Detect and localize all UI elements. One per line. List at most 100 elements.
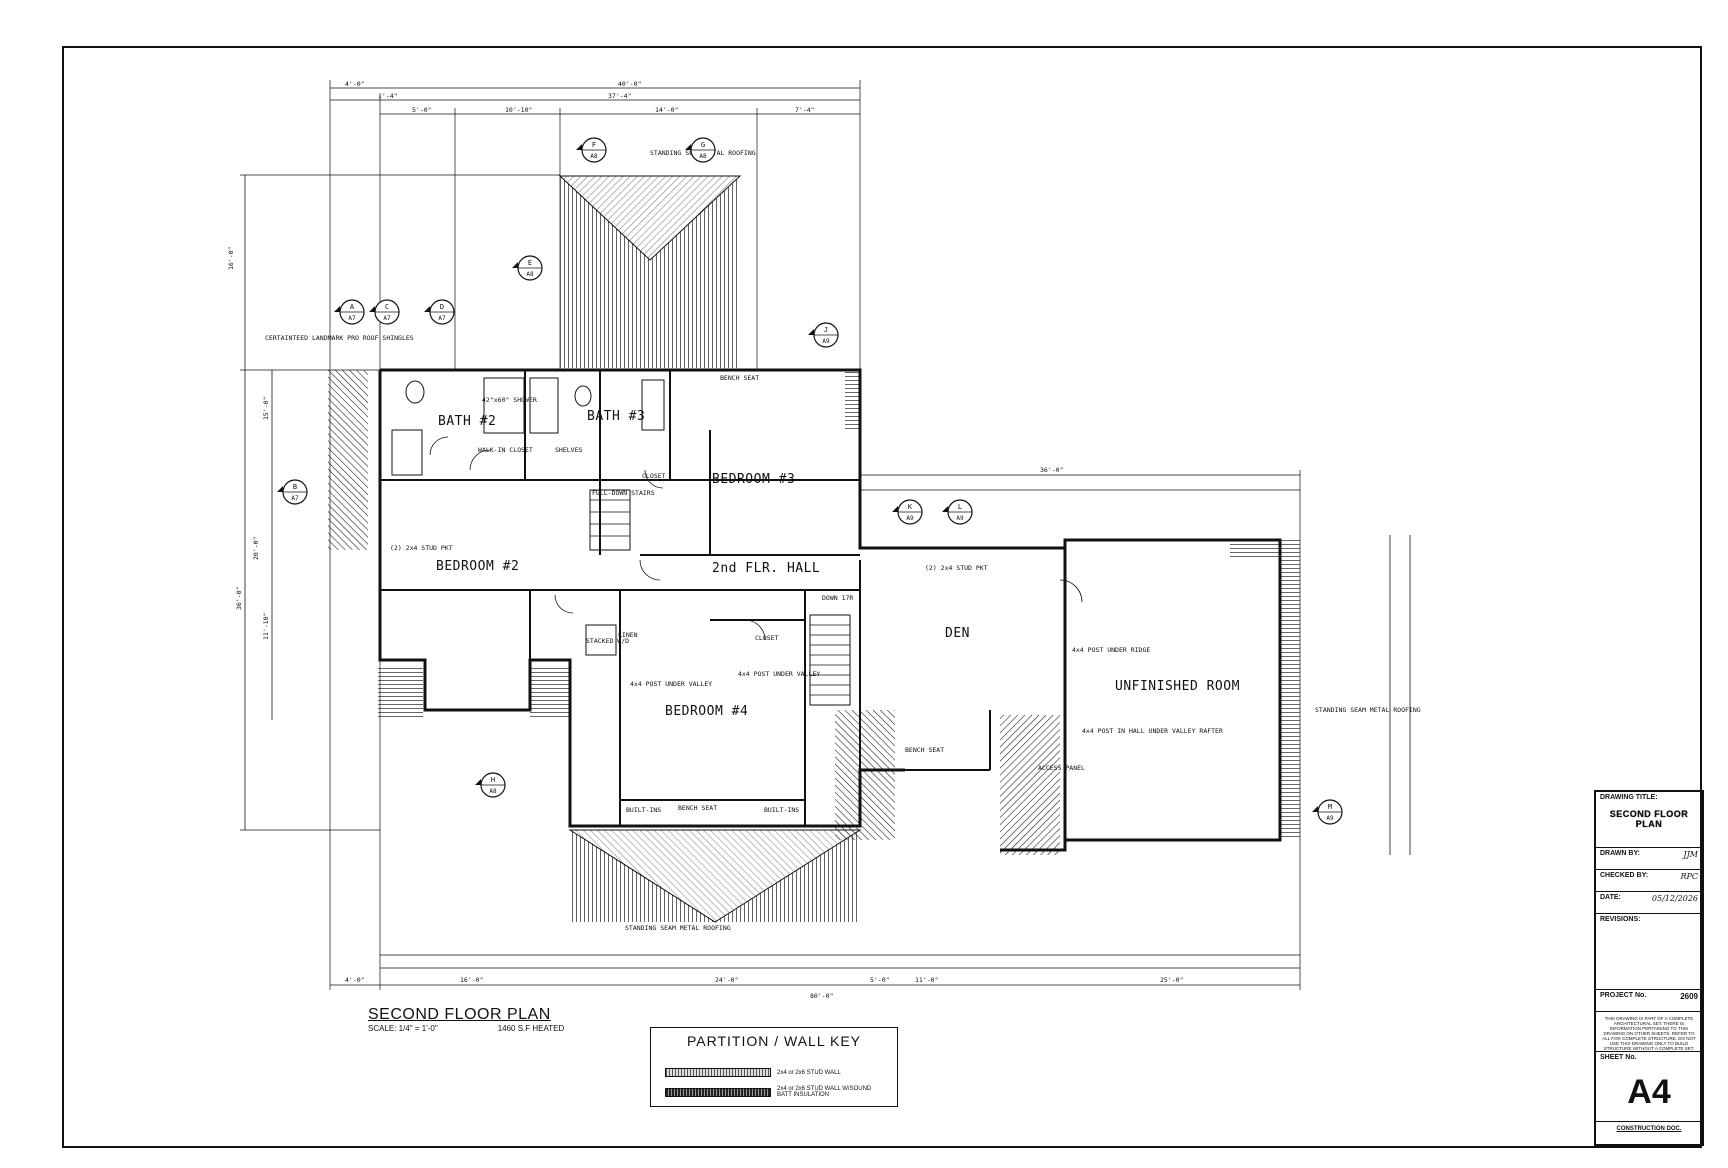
section-marker-m: M A9 [1312, 799, 1343, 825]
label-down: DOWN 17R [822, 594, 853, 602]
marker-sheet: A9 [1326, 815, 1334, 822]
section-marker-b: B A7 [277, 479, 308, 505]
label-shower: 42"x60" SHOWER [482, 396, 537, 404]
room-bedroom4: BEDROOM #4 [665, 704, 748, 719]
section-marker-f: FA8 [576, 137, 607, 163]
marker-letter: E [528, 259, 532, 267]
label-stacked: STACKED W/D [586, 637, 629, 645]
dim-top-a: 4'-0" [345, 80, 365, 88]
label-linen: LINEN [618, 631, 638, 639]
door-swings [429, 436, 1083, 641]
plan-scale: SCALE: 1/4" = 1'-0" [368, 1024, 438, 1033]
interior-walls [380, 370, 991, 826]
roof-left-shingles [328, 370, 368, 550]
marker-sheet: A7 [438, 315, 446, 322]
tb-drawn-by: DRAWN BY:JJM [1596, 848, 1702, 870]
label-builtins2: BUILT-INS [764, 806, 799, 814]
tb-stamp: CONSTRUCTION DOC. [1616, 1126, 1682, 1132]
label-closet2: CLOSET [755, 634, 779, 642]
label-stud1: (2) 2x4 STUD PKT [390, 544, 453, 552]
room-hall: 2nd FLR. HALL [712, 561, 820, 576]
section-marker-d: D A7 [424, 299, 455, 325]
plan-title: SECOND FLOOR PLAN [368, 1006, 551, 1023]
marker-letter: J [824, 326, 828, 334]
dim-top-b: 37'-4" [608, 92, 631, 100]
partition-wall-key: PARTITION / WALL KEY 2x4 or 2x6 STUD WAL… [650, 1027, 898, 1107]
marker-sheet: A7 [348, 315, 356, 322]
dim-left-e: 11'-10" [262, 613, 270, 640]
section-marker-g: G A8 [685, 137, 716, 163]
roof-right-valley [1000, 715, 1060, 855]
label-shelves: SHELVES [555, 446, 582, 454]
room-unfinished: UNFINISHED ROOM [1115, 679, 1240, 694]
label-access: ACCESS PANEL [1038, 764, 1085, 772]
label-bench3: BENCH SEAT [905, 746, 944, 754]
dim-left-a: 16'-0" [227, 247, 235, 270]
label-shingles: CERTAINTEED LANDMARK PRO ROOF SHINGLES [265, 334, 414, 342]
dimension-lines [244, 87, 1411, 986]
label-bench2: BENCH SEAT [678, 804, 717, 812]
title-block: DRAWING TITLE: SECOND FLOOR PLAN DRAWN B… [1594, 790, 1704, 1146]
tb-note: THIS DRAWING IS PART OF A COMPLETE ARCHI… [1596, 1012, 1702, 1052]
marker-letter: D [440, 303, 444, 311]
fixtures [391, 377, 851, 706]
tb-project: PROJECT No.2609 [1596, 990, 1702, 1012]
dim-top-total: 40'-0" [618, 80, 641, 88]
label-roof-right: STANDING SEAM METAL ROOFING [1315, 706, 1421, 714]
label-bench1: BENCH SEAT [720, 374, 759, 382]
marker-sheet: A7 [291, 495, 299, 502]
dim-bot-a: 16'-0" [460, 976, 483, 984]
dimension-labels: 40'-0" 4'-0" 37'-4" 1'-4" 5'-0" 10'-10" … [227, 80, 1183, 1000]
tb-drawing-title: DRAWING TITLE: SECOND FLOOR PLAN [1596, 792, 1702, 848]
section-marker-a: A A7 [334, 299, 365, 325]
marker-sheet: A8 [699, 153, 707, 160]
marker-letter: L [958, 503, 962, 511]
section-marker-j: JA9 [808, 322, 839, 348]
section-marker-l: LA9 [942, 499, 973, 525]
dim-bot-total: 80'-0" [810, 992, 833, 1000]
stud-wall-swatch [665, 1068, 771, 1077]
plan-title-block: SECOND FLOOR PLAN SCALE: 1/4" = 1'-0" 14… [368, 1006, 564, 1033]
marker-letter: B [293, 483, 297, 491]
plan-area: 1460 S.F HEATED [497, 1024, 565, 1033]
dim-bot-f: 5'-0" [870, 976, 890, 984]
section-marker-k: KA9 [892, 499, 923, 525]
marker-letter: H [491, 776, 495, 784]
tb-sheet: SHEET No. A4 [1596, 1052, 1702, 1122]
label-post3: 4x4 POST UNDER RIDGE [1072, 646, 1150, 654]
sheet-number: A4 [1627, 1073, 1671, 1111]
dim-bot-b: 24'-0" [715, 976, 738, 984]
marker-sheet: A8 [526, 271, 534, 278]
dim-bot-e: 4'-0" [345, 976, 365, 984]
label-roof-bottom: STANDING SEAM METAL ROOFING [625, 924, 731, 932]
marker-sheet: A8 [590, 153, 598, 160]
marker-letter: G [701, 141, 705, 149]
label-builtins1: BUILT-INS [626, 806, 661, 814]
dim-top-e: 10'-10" [505, 106, 532, 114]
label-walkin: WALK-IN CLOSET [478, 446, 533, 454]
key-title: PARTITION / WALL KEY [686, 1033, 862, 1049]
tb-revisions: REVISIONS: [1596, 914, 1702, 990]
dim-left-c: 20'-0" [252, 537, 260, 560]
stair-treads [590, 499, 850, 696]
roof-right-edge [1280, 540, 1300, 840]
label-closet: CLOSET [642, 472, 666, 480]
tb-date: DATE:05/12/2026 [1596, 892, 1702, 914]
marker-sheet: A8 [489, 788, 497, 795]
marker-sheet: A9 [906, 515, 914, 522]
dim-top-g: 7'-4" [795, 106, 815, 114]
room-den: DEN [945, 626, 970, 641]
room-bath3: BATH #3 [587, 409, 645, 424]
marker-letter: M [1328, 803, 1332, 811]
label-post4: 4x4 POST IN HALL UNDER VALLEY RAFTER [1082, 727, 1223, 735]
dim-left-b: 15'-0" [262, 397, 270, 420]
marker-sheet: A7 [383, 315, 391, 322]
room-bedroom3: BEDROOM #3 [712, 472, 795, 487]
dim-top-d: 5'-0" [412, 106, 432, 114]
annotations: WALK-IN CLOSET 42"x60" SHOWER SHELVES CL… [265, 149, 1421, 932]
dim-left-d: 36'-0" [235, 587, 243, 610]
dim-top-c: 1'-4" [378, 92, 398, 100]
marker-letter: A [350, 303, 355, 311]
